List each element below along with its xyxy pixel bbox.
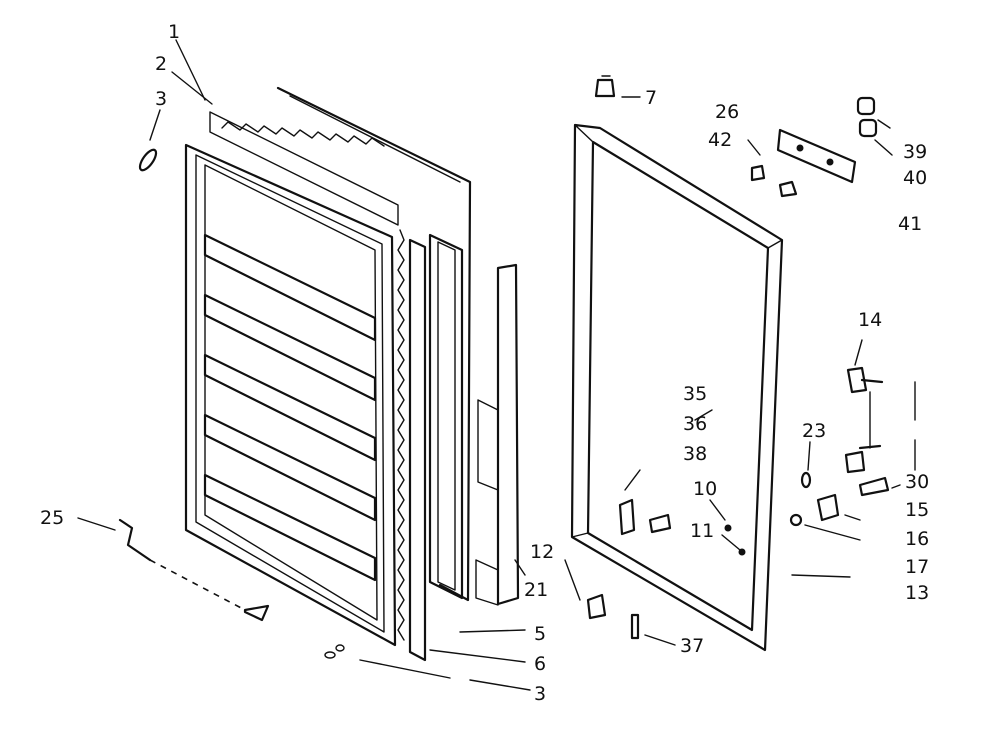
washer-23 <box>800 471 812 489</box>
pin-assembly <box>789 493 840 527</box>
breaker-strip <box>475 263 520 606</box>
label-35: 35 <box>683 383 707 405</box>
label-41: 41 <box>898 213 922 235</box>
screw-3-top <box>138 148 158 172</box>
door-handle <box>750 128 857 198</box>
plugs-39-40 <box>856 96 878 138</box>
screw-10-11 <box>724 524 746 556</box>
label-25: 25 <box>40 507 64 529</box>
label-2: 2 <box>155 53 167 75</box>
label-39: 39 <box>903 141 927 163</box>
label-36: 36 <box>683 413 707 435</box>
label-42: 42 <box>708 129 732 151</box>
leader-lines <box>77 39 916 691</box>
label-14: 14 <box>858 309 882 331</box>
screw-37 <box>630 613 640 640</box>
label-10: 10 <box>693 478 717 500</box>
label-11: 11 <box>690 520 714 542</box>
label-38: 38 <box>683 443 707 465</box>
label-17: 17 <box>905 556 929 578</box>
label-6: 6 <box>534 653 546 675</box>
label-16: 16 <box>905 528 929 550</box>
latch-parts <box>618 498 672 536</box>
label-15: 15 <box>905 499 929 521</box>
label-1: 1 <box>168 21 180 43</box>
label-40: 40 <box>903 167 927 189</box>
door-frame <box>570 123 784 652</box>
top-hinge <box>844 366 890 497</box>
label-21: 21 <box>524 579 548 601</box>
label-13: 13 <box>905 582 929 604</box>
cap-7 <box>594 75 616 98</box>
bottom-hinge-bracket <box>118 518 270 622</box>
foot-12 <box>586 593 607 620</box>
door-back-panel <box>276 86 472 602</box>
door-panel <box>184 111 405 647</box>
screw-3-bottom <box>324 644 345 659</box>
label-5: 5 <box>534 623 546 645</box>
label-26: 26 <box>715 101 739 123</box>
label-30: 30 <box>905 471 929 493</box>
label-3-top: 3 <box>155 88 167 110</box>
label-37: 37 <box>680 635 704 657</box>
label-7: 7 <box>645 87 657 109</box>
label-12: 12 <box>530 541 554 563</box>
gasket-strip <box>408 233 464 662</box>
label-3-bottom: 3 <box>534 683 546 705</box>
label-23: 23 <box>802 420 826 442</box>
